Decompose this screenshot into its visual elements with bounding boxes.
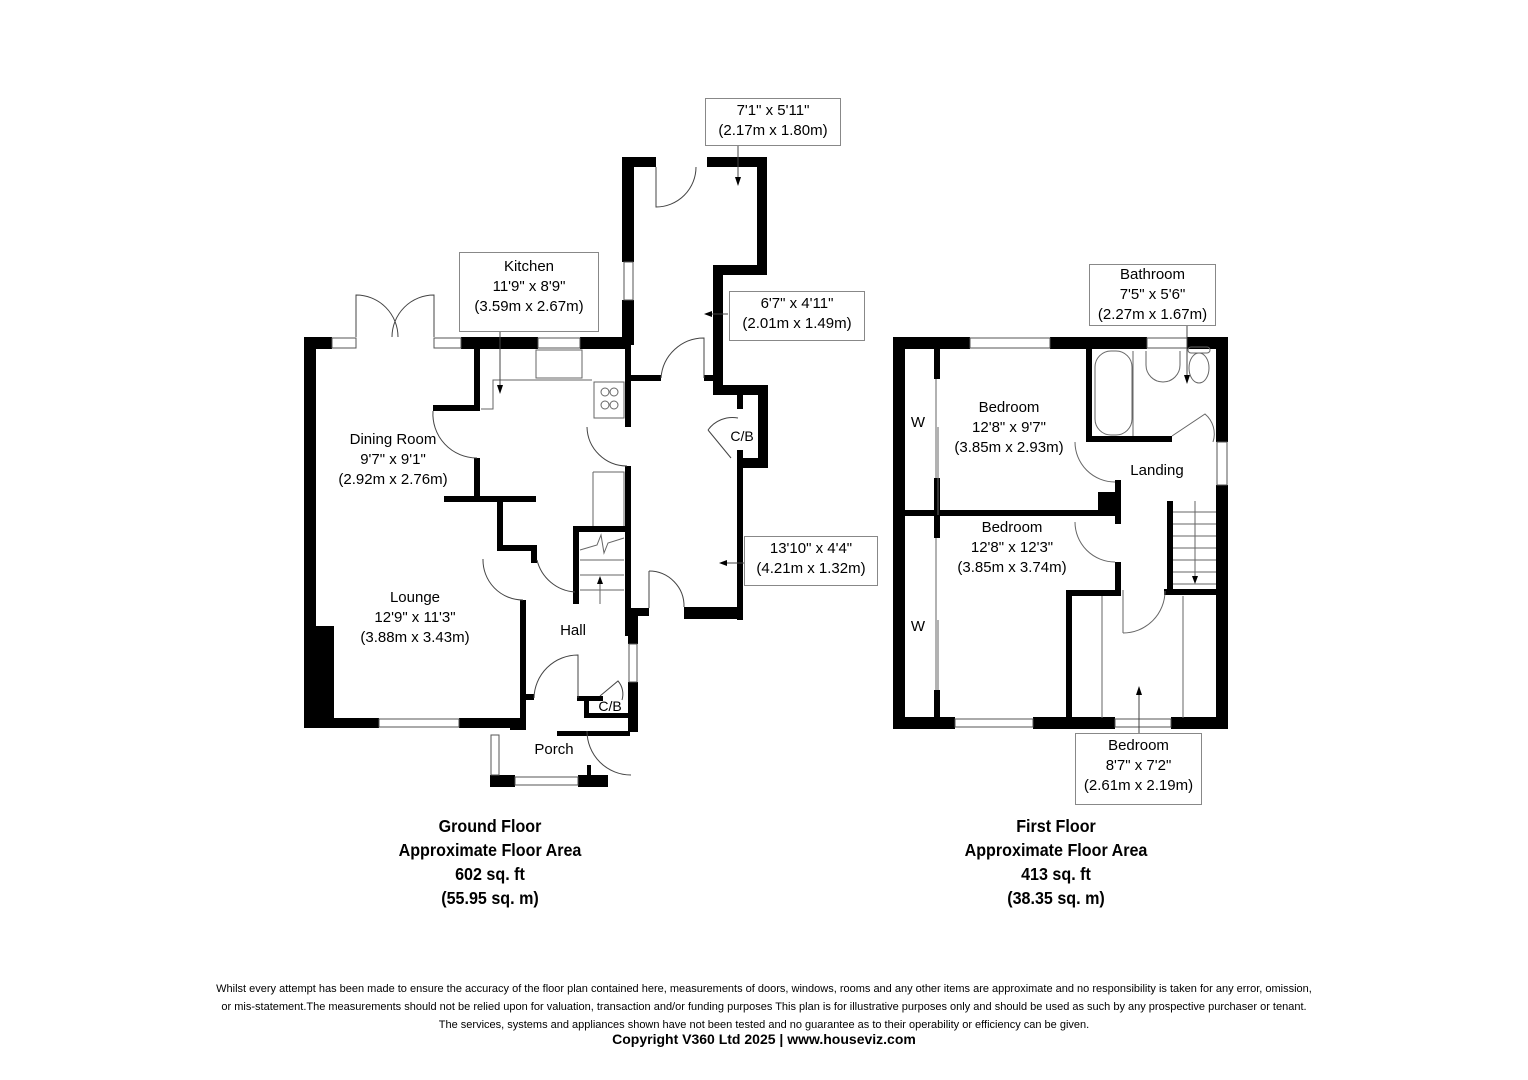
room-dimensions-metric: (3.85m x 3.74m) bbox=[957, 559, 1067, 576]
room-name: Kitchen bbox=[503, 258, 555, 275]
room-dimensions-metric: (3.59m x 2.67m) bbox=[474, 298, 584, 315]
ground-floor-summary: Ground Floor Approximate Floor Area 602 … bbox=[370, 814, 609, 910]
disclaimer-line-1: Whilst every attempt has been made to en… bbox=[216, 983, 1312, 995]
room-dimensions-imperial: 11'9" x 8'9" bbox=[492, 278, 566, 295]
room-name: Bedroom bbox=[978, 399, 1040, 416]
room-label-bedroom-3: Bedroom 8'7" x 7'2" (2.61m x 2.19m) bbox=[1075, 733, 1202, 805]
room-label-cupboard-side: C/B bbox=[730, 428, 754, 444]
disclaimer-line-2: or mis-statement.The measurements should… bbox=[221, 1001, 1307, 1013]
room-dimensions-imperial: 7'1" x 5'11" bbox=[736, 102, 810, 119]
room-dimensions-metric: (4.21m x 1.32m) bbox=[756, 560, 866, 577]
room-label-store-top: 7'1" x 5'11" (2.17m x 1.80m) bbox=[705, 98, 841, 146]
room-dimensions-imperial: 8'7" x 7'2" bbox=[1105, 757, 1172, 774]
room-label-bathroom: Bathroom 7'5" x 5'6" (2.27m x 1.67m) bbox=[1089, 264, 1216, 326]
floor-area-sqm: (38.35 sq. m) bbox=[1007, 888, 1105, 908]
room-dimensions-imperial: 12'9" x 11'3" bbox=[374, 609, 456, 626]
leader-arrowheads bbox=[497, 177, 1190, 695]
room-dimensions-imperial: 7'5" x 5'6" bbox=[1119, 286, 1186, 303]
floor-title: Ground Floor bbox=[438, 816, 542, 836]
kitchen-fittings bbox=[481, 349, 625, 604]
room-name: Bedroom bbox=[981, 519, 1043, 536]
room-dimensions-metric: (2.27m x 1.67m) bbox=[1097, 306, 1208, 323]
floor-title: First Floor bbox=[1016, 816, 1096, 836]
room-label-bedroom-2: Bedroom 12'8" x 12'3" (3.85m x 3.74m) bbox=[945, 518, 1079, 578]
room-label-cupboard-hall: C/B bbox=[598, 698, 622, 714]
floor-area-label: Approximate Floor Area bbox=[398, 840, 582, 860]
first-floor-windows bbox=[954, 337, 1228, 728]
floor-area-label: Approximate Floor Area bbox=[964, 840, 1148, 860]
room-dimensions-metric: (3.88m x 3.43m) bbox=[360, 629, 470, 646]
room-label-store-long: 13'10" x 4'4" (4.21m x 1.32m) bbox=[744, 536, 878, 586]
disclaimer: Whilst every attempt has been made to en… bbox=[0, 980, 1528, 1034]
room-dimensions-metric: (2.61m x 2.19m) bbox=[1083, 777, 1194, 794]
first-floor-fittings bbox=[935, 346, 1216, 718]
room-label-landing: Landing bbox=[1130, 462, 1184, 479]
room-label-wardrobe-2: W bbox=[910, 618, 926, 635]
room-name: Lounge bbox=[389, 589, 441, 606]
room-label-kitchen: Kitchen 11'9" x 8'9" (3.59m x 2.67m) bbox=[459, 252, 599, 332]
room-dimensions-metric: (3.85m x 2.93m) bbox=[954, 439, 1064, 456]
ground-floor-windows bbox=[331, 261, 638, 786]
room-label-wardrobe-1: W bbox=[910, 414, 926, 431]
floor-area-sqm: (55.95 sq. m) bbox=[441, 888, 539, 908]
stairs-up-arrow bbox=[597, 576, 603, 584]
floor-area-sqft: 413 sq. ft bbox=[1021, 864, 1091, 884]
room-name: Bathroom bbox=[1119, 266, 1186, 283]
stairs-down-arrow bbox=[1192, 576, 1198, 584]
room-dimensions-metric: (2.17m x 1.80m) bbox=[718, 122, 828, 139]
room-dimensions-metric: (2.01m x 1.49m) bbox=[742, 315, 852, 332]
room-dimensions-imperial: 13'10" x 4'4" bbox=[769, 540, 853, 557]
room-dimensions-imperial: 6'7" x 4'11" bbox=[760, 295, 834, 312]
ground-floor-doors bbox=[355, 166, 739, 776]
room-dimensions-metric: (2.92m x 2.76m) bbox=[338, 471, 448, 488]
room-dimensions-imperial: 12'8" x 9'7" bbox=[972, 419, 1046, 436]
first-floor-summary: First Floor Approximate Floor Area 413 s… bbox=[936, 814, 1175, 910]
room-label-lounge: Lounge 12'9" x 11'3" (3.88m x 3.43m) bbox=[340, 588, 490, 648]
room-label-porch: Porch bbox=[534, 741, 574, 758]
room-name: Dining Room bbox=[349, 431, 437, 448]
label-leader-lines bbox=[499, 146, 1188, 733]
room-label-bedroom-1: Bedroom 12'8" x 9'7" (3.85m x 2.93m) bbox=[942, 398, 1076, 458]
first-floor-walls bbox=[893, 337, 1228, 729]
room-dimensions-imperial: 9'7" x 9'1" bbox=[360, 451, 426, 468]
disclaimer-line-3: The services, systems and appliances sho… bbox=[438, 1019, 1090, 1031]
floor-area-sqft: 602 sq. ft bbox=[455, 864, 525, 884]
room-dimensions-imperial: 12'8" x 12'3" bbox=[970, 539, 1054, 556]
copyright-notice: Copyright V360 Ltd 2025 | www.houseviz.c… bbox=[612, 1031, 916, 1047]
room-label-dining-room: Dining Room 9'7" x 9'1" (2.92m x 2.76m) bbox=[318, 430, 468, 490]
room-name: Bedroom bbox=[1108, 737, 1169, 754]
room-label-hall: Hall bbox=[560, 622, 586, 639]
room-label-store-middle: 6'7" x 4'11" (2.01m x 1.49m) bbox=[729, 291, 865, 341]
